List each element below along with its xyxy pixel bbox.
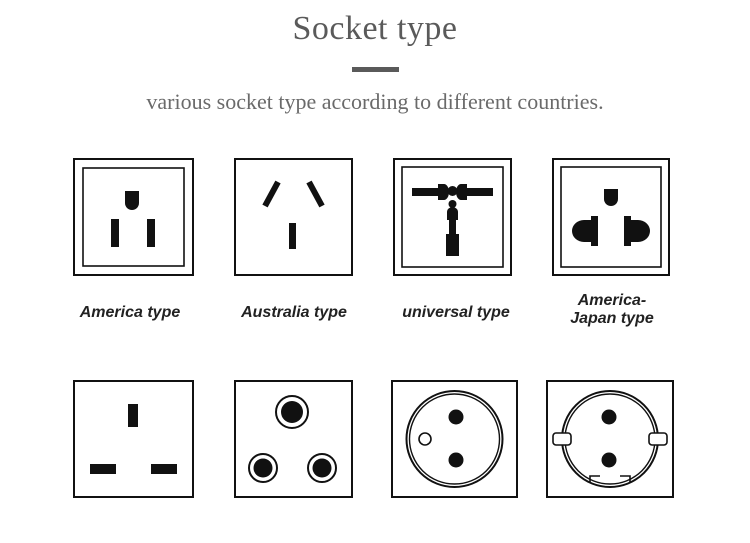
universal-socket-icon xyxy=(393,158,512,276)
universal-type-label: universal type xyxy=(402,304,510,321)
title-underline xyxy=(352,67,399,72)
round-pin-socket-icon xyxy=(234,380,353,498)
uk-socket-icon xyxy=(73,380,194,498)
french-socket-icon xyxy=(546,380,674,498)
america-japan-socket-icon xyxy=(552,158,670,276)
america-type-label: America type xyxy=(79,304,181,321)
america-japan-label-line1: America- xyxy=(577,292,647,309)
australia-type-label: Australia type xyxy=(241,304,347,321)
page-subtitle: various socket type according to differe… xyxy=(146,89,604,114)
america-socket-icon xyxy=(73,158,194,276)
america-japan-type-label: America- Japan type xyxy=(542,292,682,328)
america-japan-label-line2: Japan type xyxy=(570,310,654,327)
page-title: Socket type xyxy=(292,10,458,47)
australia-socket-icon xyxy=(234,158,353,276)
schuko-socket-icon xyxy=(391,380,518,498)
